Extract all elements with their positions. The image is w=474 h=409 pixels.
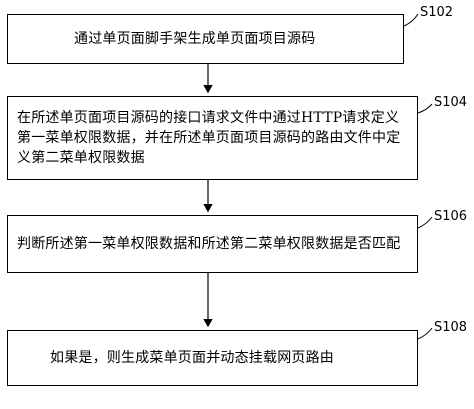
step-leader-s108 — [417, 327, 433, 340]
step-label-s106: S106 — [434, 209, 468, 224]
step-leader-s104 — [417, 103, 433, 114]
step-label-s104: S104 — [434, 95, 468, 110]
step-text-s104: 在所述单页面项目源码的接口请求文件中通过HTTP请求定义第一菜单权限数据，并在所… — [17, 110, 401, 166]
step-label-s108: S108 — [434, 320, 468, 335]
step-label-s102: S102 — [420, 5, 454, 20]
step-box-s104: 在所述单页面项目源码的接口请求文件中通过HTTP请求定义第一菜单权限数据，并在所… — [7, 96, 418, 180]
step-text-s106: 判断所述第一菜单权限数据和所述第二菜单权限数据是否匹配 — [17, 236, 401, 252]
step-box-s106: 判断所述第一菜单权限数据和所述第二菜单权限数据是否匹配 — [7, 215, 418, 273]
step-leader-s106 — [417, 216, 433, 229]
step-text-s102: 通过单页面脚手架生成单页面项目源码 — [74, 31, 316, 47]
step-box-s108: 如果是，则生成菜单页面并动态挂载网页路由 — [7, 330, 418, 386]
step-box-s102: 通过单页面脚手架生成单页面项目源码 — [7, 14, 404, 64]
step-text-s108: 如果是，则生成菜单页面并动态挂载网页路由 — [50, 350, 334, 366]
step-leader-s102 — [403, 13, 419, 27]
